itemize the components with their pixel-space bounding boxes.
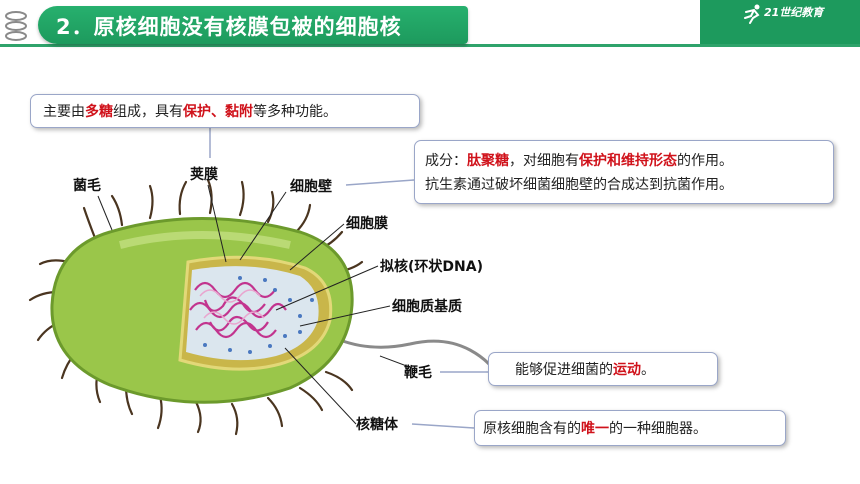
ribosome-dots (203, 276, 314, 354)
page-title: 2．原核细胞没有核膜包被的细胞核 (56, 15, 402, 39)
logo-area (700, 0, 860, 44)
brand-logo: 21世纪教育 (764, 6, 824, 19)
label-capsule: 荚膜 (190, 167, 218, 183)
binder-rings-icon (5, 11, 27, 41)
label-pili: 菌毛 (73, 178, 101, 194)
label-ribosome: 核糖体 (356, 417, 398, 433)
label-cell-membrane: 细胞膜 (346, 216, 388, 232)
callout-ribosome: 原核细胞含有的唯一的一种细胞器。 (474, 410, 786, 446)
label-cytoplasm: 细胞质基质 (392, 299, 462, 315)
callout-flagellum: 能够促进细菌的运动。 (488, 352, 718, 386)
flagellum-shape (339, 338, 502, 381)
runner-logo-icon (744, 4, 760, 24)
callout-capsule: 主要由多糖组成，具有保护、黏附等多种功能。 (30, 94, 420, 128)
callout-cell-wall: 成分：肽聚糖，对细胞有保护和维持形态的作用。 抗生素通过破坏细菌细胞壁的合成达到… (414, 140, 834, 204)
label-cell-wall: 细胞壁 (290, 179, 332, 195)
label-flagellum: 鞭毛 (404, 365, 432, 381)
header-divider (0, 44, 860, 47)
title-banner: 2．原核细胞没有核膜包被的细胞核 (38, 6, 468, 44)
label-nucleoid: 拟核(环状DNA) (380, 259, 483, 275)
leader-lines (97, 184, 413, 425)
